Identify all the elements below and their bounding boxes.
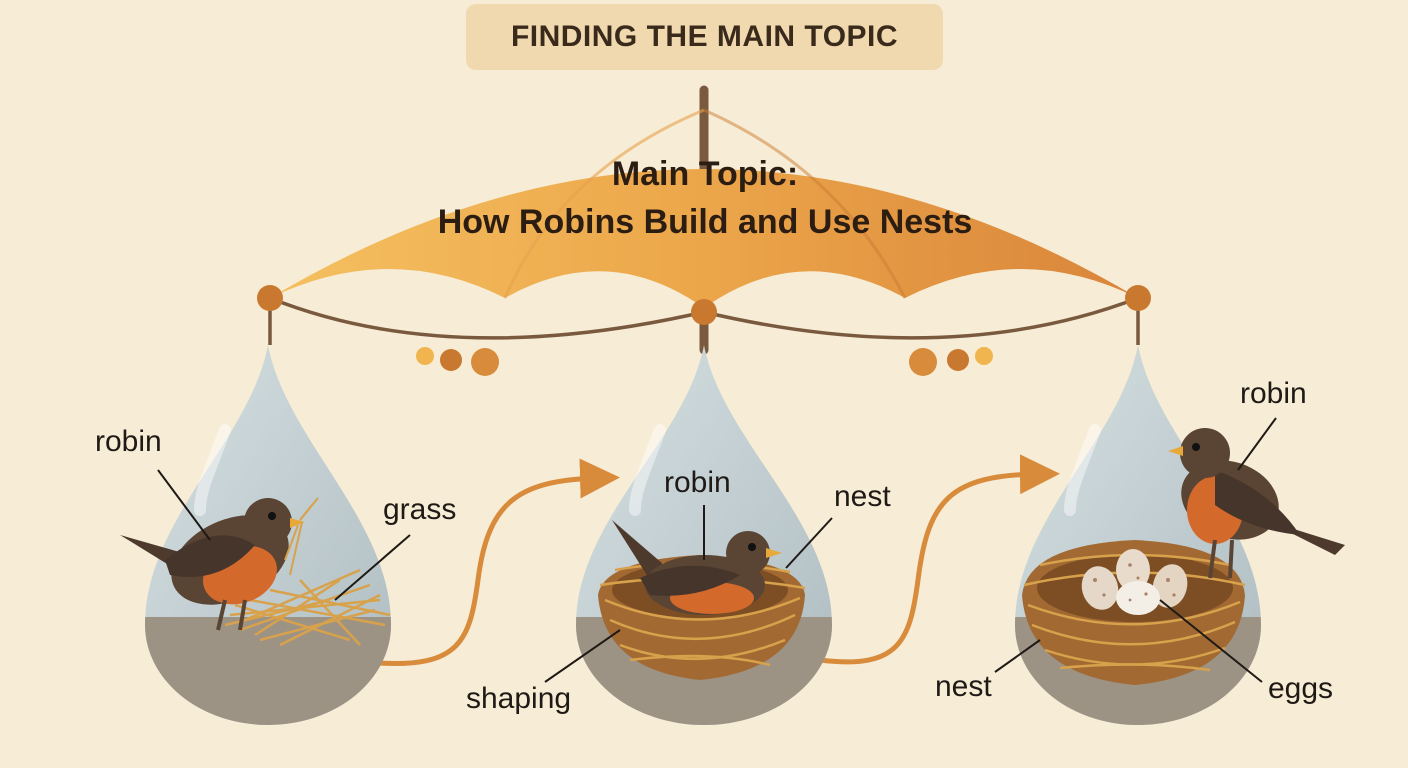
page-title: FINDING THE MAIN TOPIC xyxy=(510,20,899,53)
stage-3-drop xyxy=(1015,345,1345,725)
stage-1-drop xyxy=(120,345,391,725)
label-shaping: shaping xyxy=(466,682,572,715)
arrow-stage1-to-stage2 xyxy=(377,458,620,667)
decorative-beads xyxy=(257,285,1151,376)
robin-2 xyxy=(612,520,782,615)
grass-pile xyxy=(224,568,391,647)
leader-robin-3 xyxy=(1237,417,1277,471)
main-topic-text: How Robins Build and Use Nests xyxy=(437,203,973,241)
leader-shaping xyxy=(544,629,621,683)
main-topic-heading: Main Topic: xyxy=(611,155,799,193)
leader-grass xyxy=(334,534,411,601)
label-nest-2: nest xyxy=(834,480,891,513)
eggs xyxy=(1081,549,1188,615)
umbrella-canopy xyxy=(270,108,1138,308)
leader-eggs xyxy=(1159,599,1263,683)
label-robin-1: robin xyxy=(95,425,162,458)
robin-3 xyxy=(1168,428,1345,579)
label-robin-3: robin xyxy=(1240,377,1307,410)
label-grass: grass xyxy=(383,493,457,526)
main-topic: Main Topic: How Robins Build and Use Nes… xyxy=(350,150,1060,246)
label-robin-2: robin xyxy=(664,466,731,499)
leader-nest-3 xyxy=(994,639,1041,673)
label-nest-3: nest xyxy=(935,670,992,703)
leader-robin-1 xyxy=(157,469,211,541)
label-eggs: eggs xyxy=(1268,672,1334,705)
leader-nest-2 xyxy=(785,517,833,569)
arrow-stage2-to-stage3 xyxy=(819,454,1060,665)
title-banner: FINDING THE MAIN TOPIC xyxy=(466,4,943,70)
robin-1 xyxy=(120,497,319,631)
